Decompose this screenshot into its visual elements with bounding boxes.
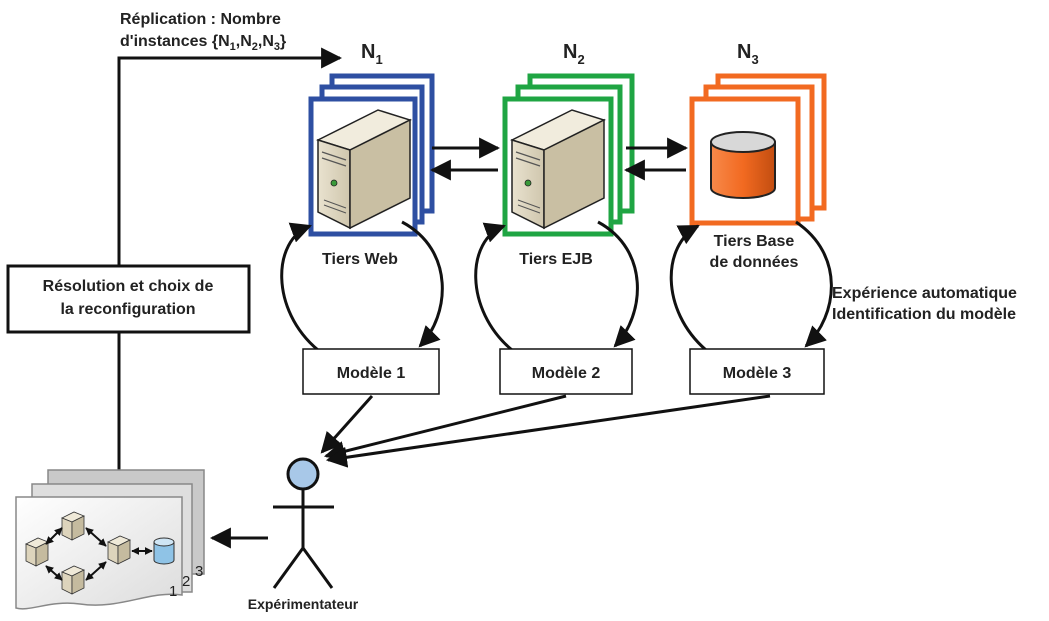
resolution-line1: Résolution et choix de bbox=[43, 278, 214, 295]
replication-line1: Réplication : Nombre bbox=[120, 11, 281, 28]
ejb-server-icon bbox=[510, 109, 606, 230]
tier-db-name-line1: Tiers Base bbox=[714, 233, 795, 250]
model-2-box: Modèle 2 bbox=[499, 348, 633, 395]
experiment-line2: Identification du modèle bbox=[832, 306, 1016, 323]
tier-web-name: Tiers Web bbox=[322, 251, 398, 268]
db-tier-stack bbox=[689, 73, 827, 226]
mini-database-icon bbox=[153, 537, 175, 565]
mini-server-icon bbox=[61, 565, 85, 595]
model-3-label: Modèle 3 bbox=[723, 365, 792, 382]
ejb-tier-stack bbox=[502, 73, 635, 237]
replication-caption: Réplication : Nombre d'instances {N1,N2,… bbox=[120, 11, 286, 53]
replication-line2: d'instances {N1,N2,N3} bbox=[120, 33, 286, 53]
model-3-box: Modèle 3 bbox=[689, 348, 825, 395]
model-to-actor-arrows bbox=[320, 394, 771, 468]
model-1-label: Modèle 1 bbox=[337, 365, 406, 382]
model-2-label: Modèle 2 bbox=[532, 365, 601, 382]
configuration-pages: 1 2 3 bbox=[15, 469, 205, 610]
n2-label: N2 bbox=[563, 41, 585, 67]
mini-server-icon bbox=[107, 535, 131, 565]
experiment-line1: Expérience automatique bbox=[832, 285, 1017, 302]
experimenter-actor-icon bbox=[272, 457, 334, 589]
experimenter-label: Expérimentateur bbox=[248, 596, 359, 612]
replication-feedback-arrow bbox=[117, 47, 343, 470]
inter-tier-arrows bbox=[429, 137, 689, 181]
tier-ejb-name: Tiers EJB bbox=[519, 251, 593, 268]
page-number-3: 3 bbox=[195, 563, 203, 580]
model-loop-arrows bbox=[280, 220, 833, 352]
model-1-box: Modèle 1 bbox=[302, 348, 440, 395]
mini-server-icon bbox=[61, 511, 85, 541]
resolution-box: Résolution et choix de la reconfiguratio… bbox=[6, 264, 251, 334]
n3-label: N3 bbox=[737, 41, 759, 67]
tier-db-name-line2: de données bbox=[710, 254, 799, 271]
web-tier-stack bbox=[308, 73, 435, 237]
web-server-icon bbox=[316, 109, 412, 230]
page-number-2: 2 bbox=[182, 573, 190, 590]
resolution-line2: la reconfiguration bbox=[60, 301, 195, 318]
n1-label: N1 bbox=[361, 41, 383, 67]
page-number-1: 1 bbox=[169, 583, 177, 600]
database-icon bbox=[710, 131, 776, 199]
mini-server-icon bbox=[25, 537, 49, 567]
